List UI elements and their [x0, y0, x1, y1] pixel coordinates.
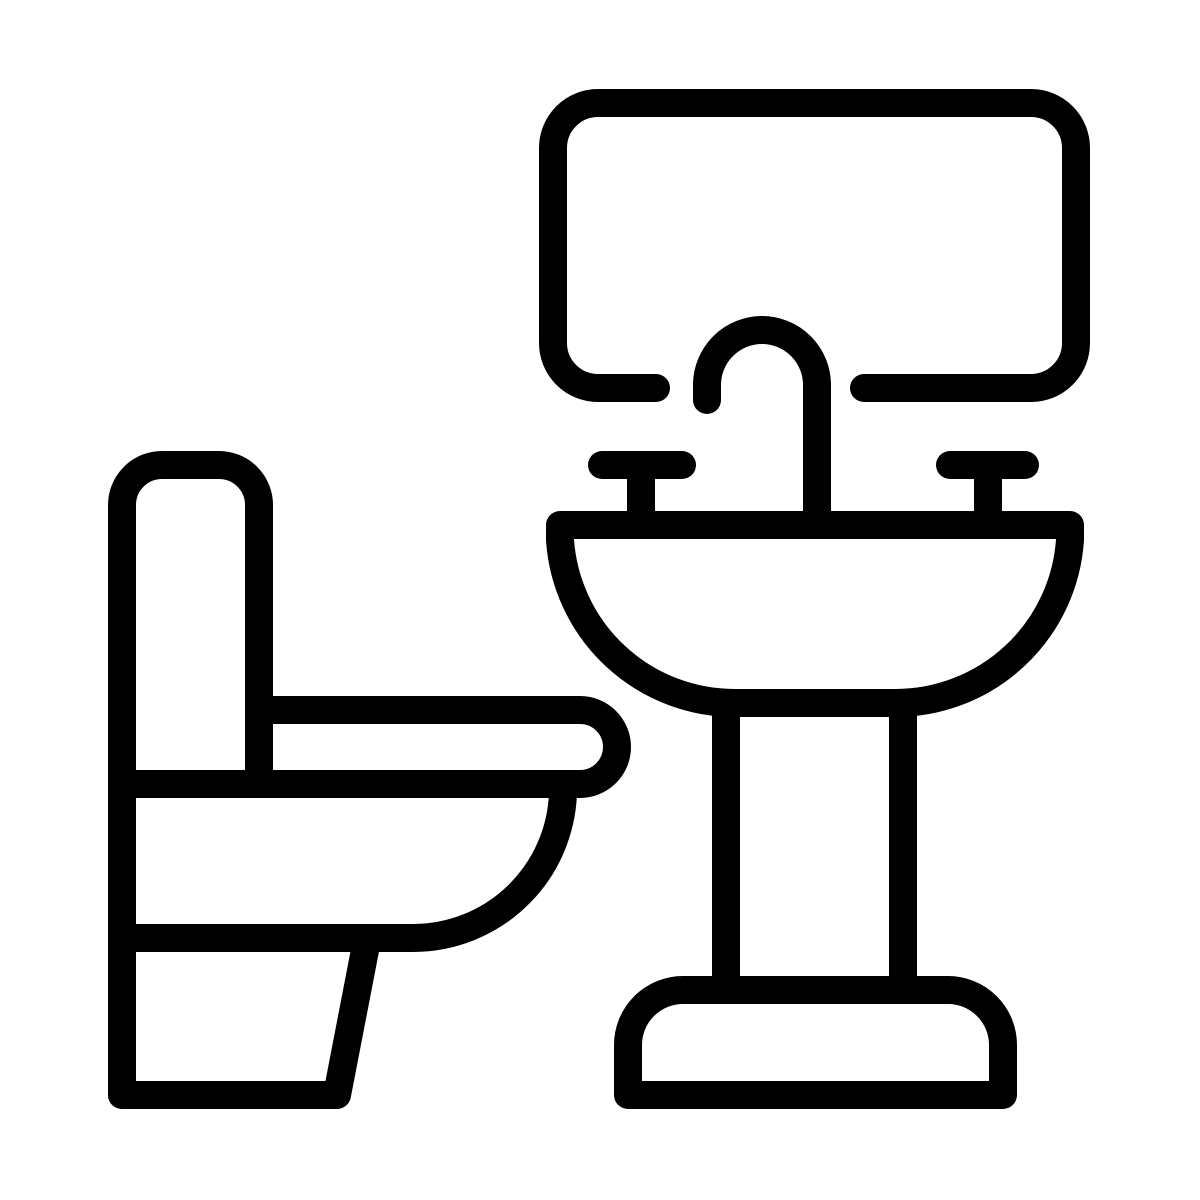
toilet-icon — [108, 451, 631, 1109]
faucet-icon — [588, 316, 1039, 526]
sink-icon — [546, 511, 1084, 1109]
mirror-icon — [539, 89, 1090, 402]
